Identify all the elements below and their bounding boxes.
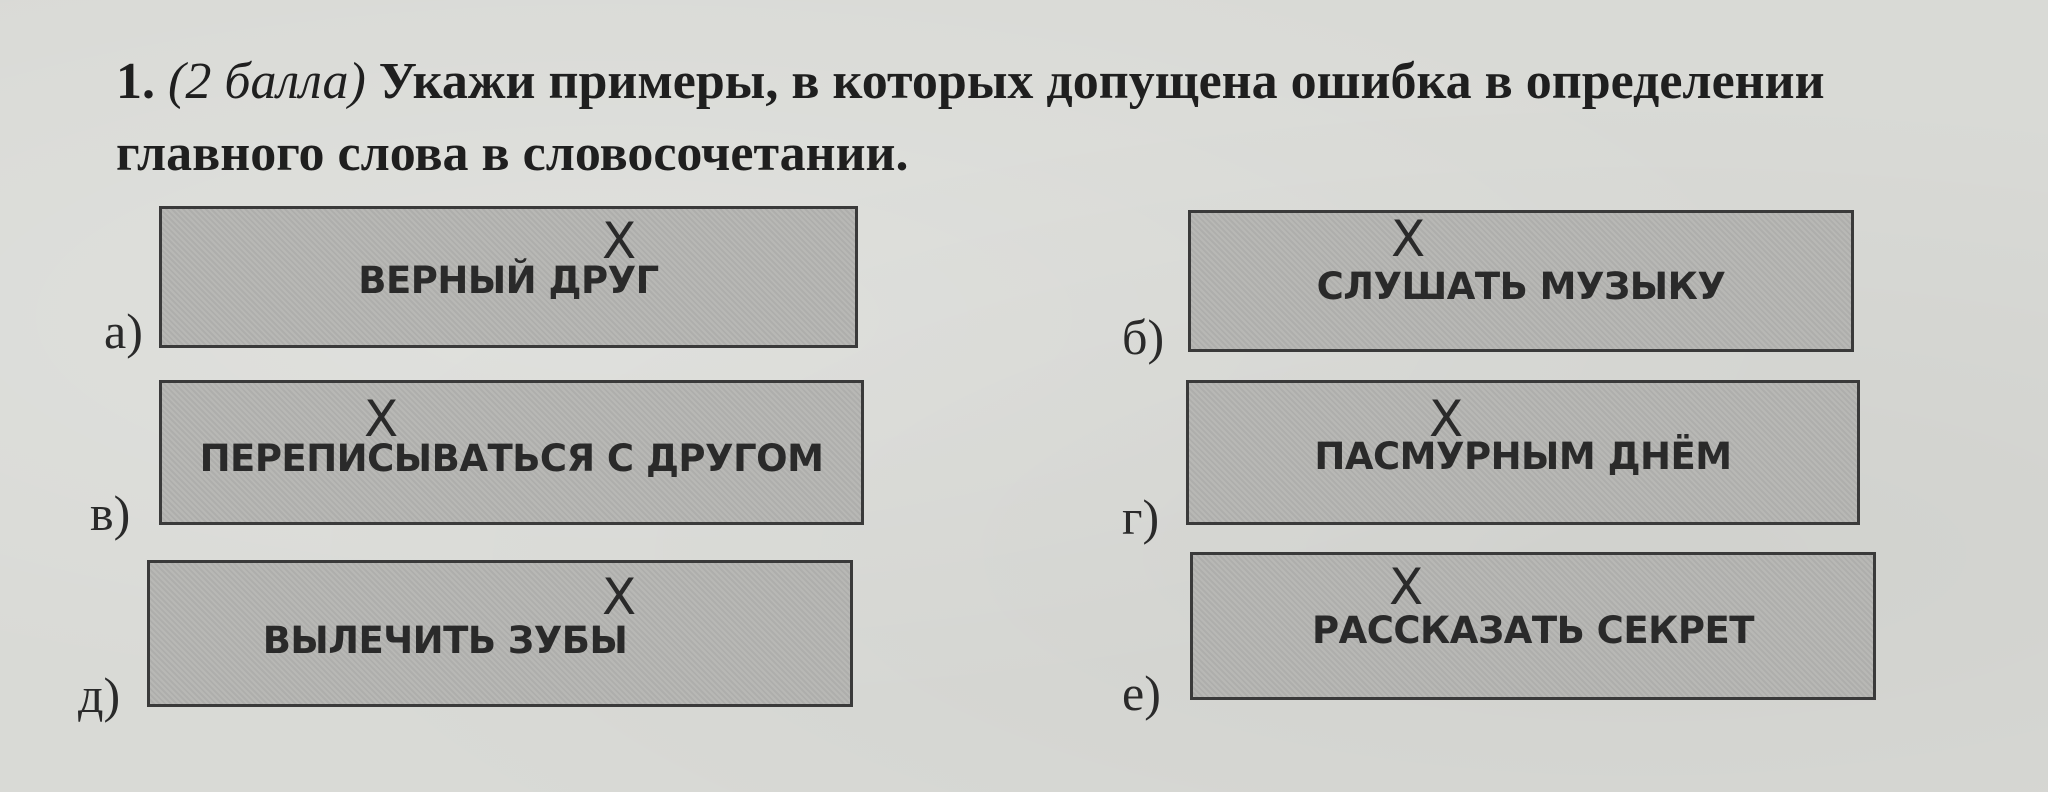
option-letter: г): [1122, 489, 1160, 545]
option-letter: д): [78, 667, 121, 723]
cross-mark-icon: X: [364, 390, 399, 448]
phrase-card[interactable]: X ВЕРНЫЙ ДРУГ: [159, 206, 858, 348]
cross-mark-icon: X: [1389, 558, 1424, 616]
phrase-text: СЛУШАТЬ МУЗЫКУ: [1316, 265, 1726, 308]
option-letter: е): [1122, 665, 1161, 721]
task-instruction: Укажи примеры, в которых допущена ошибка…: [116, 53, 1825, 182]
phrase-text: ВЕРНЫЙ ДРУГ: [358, 259, 659, 302]
option-letter: б): [1122, 309, 1165, 365]
phrase-text: ПАСМУРНЫМ ДНЁМ: [1314, 435, 1732, 478]
phrase-card[interactable]: X СЛУШАТЬ МУЗЫКУ: [1188, 210, 1854, 352]
cross-mark-icon: X: [1391, 210, 1426, 268]
phrase-card[interactable]: X ПЕРЕПИСЫВАТЬСЯ С ДРУГОМ: [159, 380, 864, 525]
task-number: 1.: [116, 53, 155, 110]
cross-mark-icon: X: [602, 568, 637, 626]
phrase-card[interactable]: X РАССКАЗАТЬ СЕКРЕТ: [1190, 552, 1876, 700]
cross-mark-icon: X: [602, 212, 637, 270]
task-heading: 1. (2 балла) Укажи примеры, в которых до…: [116, 46, 1996, 190]
cross-mark-icon: X: [1429, 390, 1464, 448]
option-letter: в): [90, 485, 131, 541]
phrase-text: РАССКАЗАТЬ СЕКРЕТ: [1312, 609, 1755, 652]
phrase-text: ВЫЛЕЧИТЬ ЗУБЫ: [262, 619, 628, 662]
option-letter: а): [104, 303, 143, 359]
phrase-card[interactable]: X ПАСМУРНЫМ ДНЁМ: [1186, 380, 1860, 525]
phrase-card[interactable]: X ВЫЛЕЧИТЬ ЗУБЫ: [147, 560, 853, 707]
task-points: (2 балла): [168, 53, 366, 110]
phrase-text: ПЕРЕПИСЫВАТЬСЯ С ДРУГОМ: [199, 437, 824, 480]
